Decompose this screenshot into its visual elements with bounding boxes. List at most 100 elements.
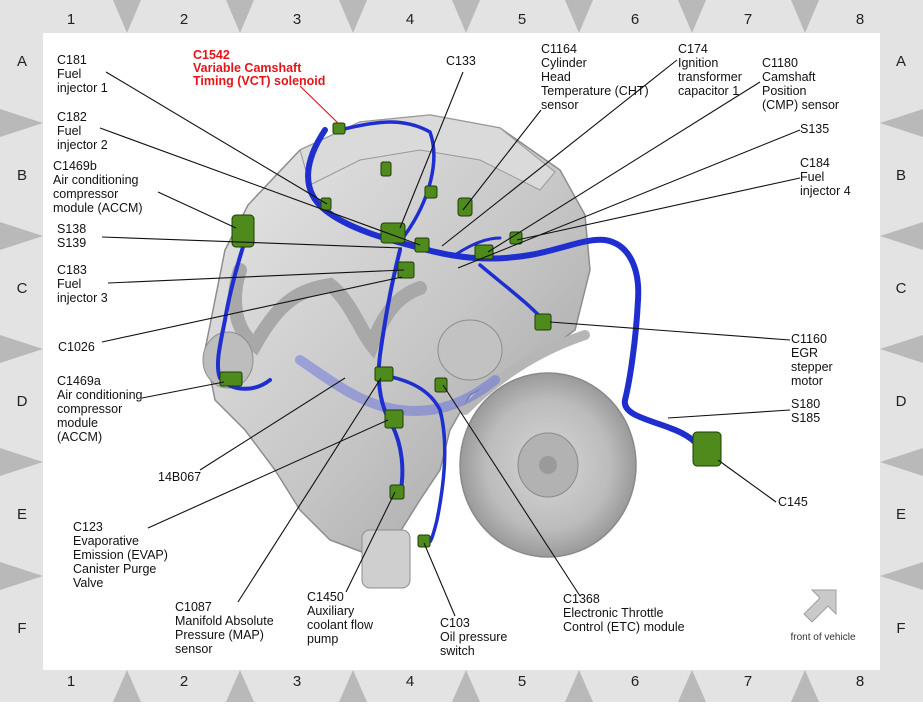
connector-c145: [692, 431, 722, 467]
label-s135: S135: [800, 122, 829, 136]
grid-marker-top: [339, 0, 367, 33]
front-of-vehicle-indicator: front of vehicle: [790, 589, 856, 643]
harness-branch-cmp: [453, 236, 502, 257]
col-label: 8: [856, 11, 864, 28]
grid-marker-right: [880, 222, 923, 250]
connector-c184: [509, 231, 523, 245]
leader-c1087: [237, 377, 382, 603]
grid-marker-bottom: [226, 670, 254, 702]
wiring-harness: [215, 120, 708, 545]
leader-s180: [667, 409, 791, 419]
leader-c1180: [487, 81, 761, 253]
connector-c1160: [534, 313, 552, 331]
grid-marker-top: [565, 0, 593, 33]
col-label: 2: [180, 11, 188, 28]
coolant-tube: [460, 330, 590, 415]
harness-branch-top: [338, 120, 436, 237]
col-label: 1: [67, 673, 75, 690]
grid-marker-right: [880, 562, 923, 590]
row-label: C: [17, 280, 28, 297]
row-label: C: [896, 280, 907, 297]
connector-c123: [384, 409, 404, 429]
leader-c182: [99, 127, 421, 246]
oil-filter: [361, 529, 411, 589]
grid-marker-top: [678, 0, 706, 33]
connector-c1368: [434, 377, 448, 393]
grid-marker-bottom: [678, 670, 706, 702]
engine-illustration: [202, 114, 637, 589]
grid-marker-right: [880, 448, 923, 476]
col-label: 8: [856, 673, 864, 690]
connector-c174: [424, 185, 438, 199]
connector-c1164: [380, 161, 392, 177]
leader-s138: [101, 236, 403, 249]
leader-c1542: [299, 85, 340, 125]
front-of-vehicle-label: front of vehicle: [790, 632, 855, 643]
grid-row-labels-right: A B C D E F: [896, 53, 907, 637]
connector-c1180: [474, 244, 494, 260]
col-label: 7: [744, 673, 752, 690]
leader-c123: [147, 419, 389, 529]
col-label: 5: [518, 673, 526, 690]
label-14b067: 14B067: [158, 470, 201, 484]
harness-main-top: [305, 127, 708, 458]
connector-c133: [380, 222, 406, 244]
leader-c181: [105, 71, 328, 205]
leader-c1164: [462, 109, 542, 211]
row-label: F: [896, 620, 905, 637]
leader-c103: [423, 542, 456, 617]
connector-14b067: [374, 366, 394, 382]
label-c1026: C1026: [58, 340, 95, 354]
flywheel-center: [539, 456, 557, 474]
harness-branch-center: [376, 248, 405, 497]
grid-marker-bottom: [791, 670, 819, 702]
grid-marker-right: [880, 335, 923, 363]
row-label: D: [17, 393, 28, 410]
leader-14b067: [199, 377, 346, 471]
leader-c183: [107, 269, 405, 284]
col-label: 7: [744, 11, 752, 28]
col-label: 6: [631, 673, 639, 690]
grid-marker-right: [880, 109, 923, 137]
row-label: B: [17, 167, 27, 184]
grid-marker-top: [791, 0, 819, 33]
grid-marker-left: [0, 335, 43, 363]
leader-c1160: [549, 321, 791, 341]
leader-c1026: [101, 276, 403, 343]
harness-branch-lower: [380, 373, 447, 545]
col-label: 1: [67, 11, 75, 28]
grid-marker-bottom: [452, 670, 480, 702]
connector-c1542: [332, 122, 346, 135]
grid-marker-left: [0, 222, 43, 250]
throttle-body: [437, 319, 503, 381]
col-label: 6: [631, 11, 639, 28]
grid-marker-bottom: [113, 670, 141, 702]
leader-c133: [399, 71, 464, 229]
row-label: E: [896, 506, 906, 523]
connector-c182: [414, 237, 430, 253]
row-label: A: [17, 53, 27, 70]
row-label: A: [896, 53, 906, 70]
grid-marker-top: [113, 0, 141, 33]
label-c145: C145: [778, 495, 808, 509]
grid-marker-left: [0, 448, 43, 476]
